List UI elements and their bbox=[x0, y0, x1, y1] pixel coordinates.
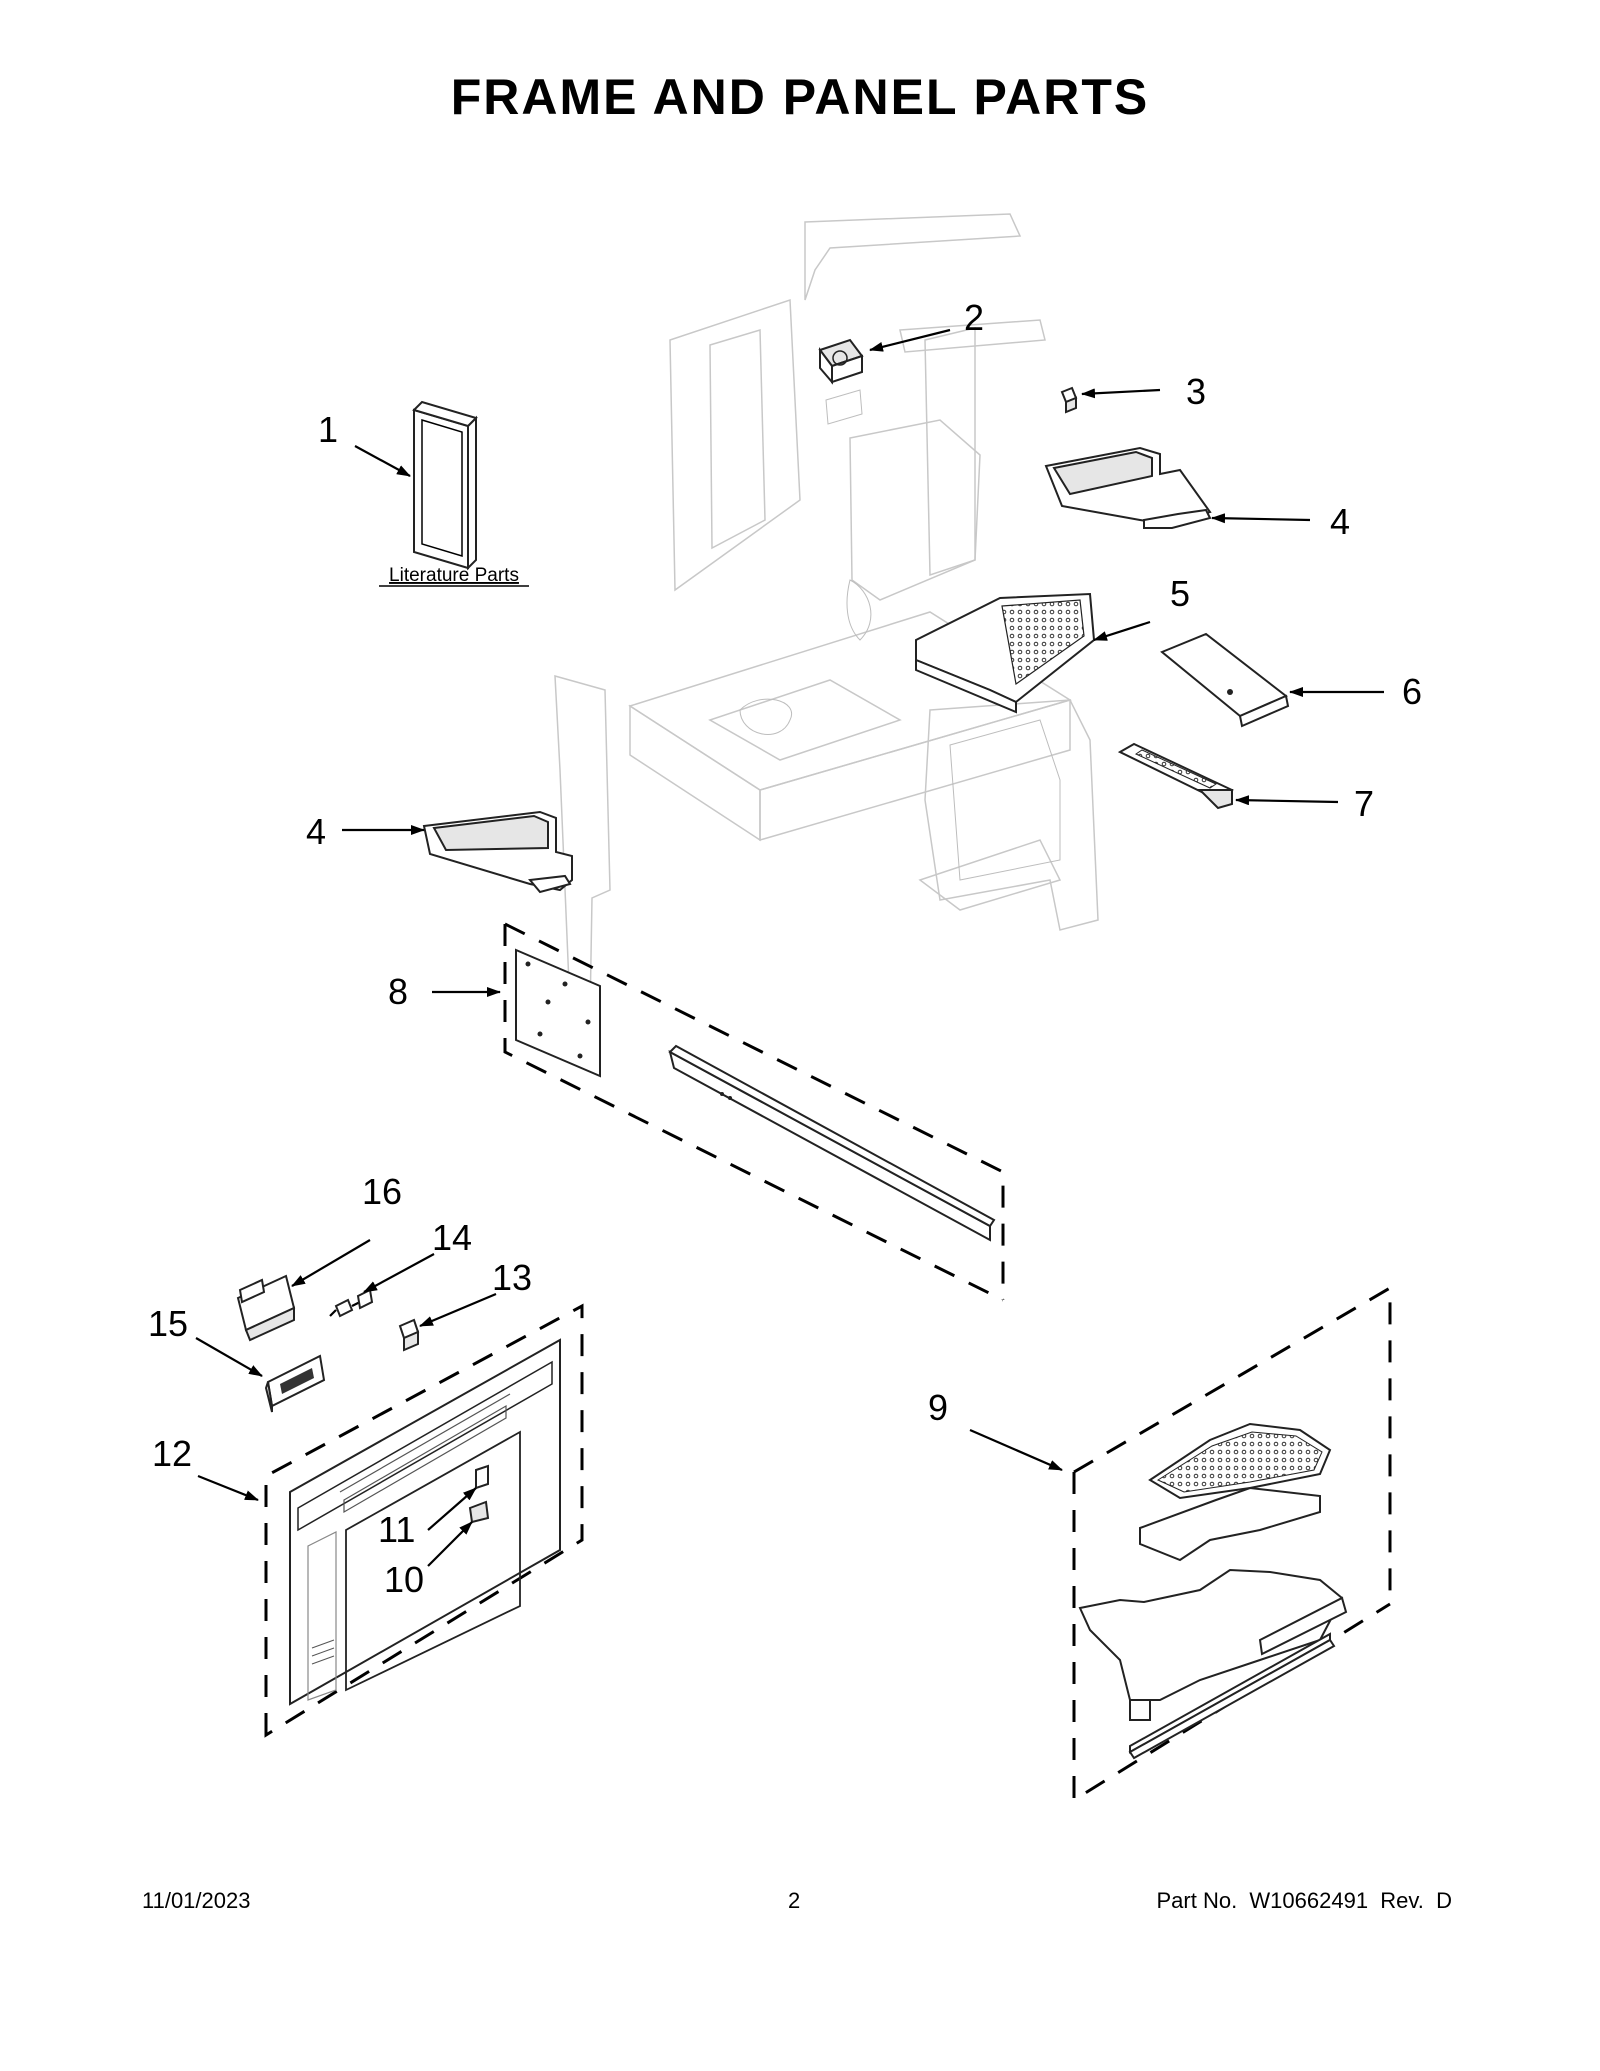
part-panel-cover bbox=[1160, 632, 1290, 728]
part-control-board-16 bbox=[236, 1274, 296, 1342]
part-vent-cover bbox=[915, 592, 1096, 714]
callout-3: 3 bbox=[1186, 371, 1206, 412]
callout-16: 16 bbox=[362, 1171, 402, 1212]
part-switch-13 bbox=[398, 1318, 420, 1352]
leader-arrows bbox=[195, 328, 1384, 1567]
callout-7: 7 bbox=[1354, 783, 1374, 824]
part-front-panel-group bbox=[264, 1303, 584, 1738]
callout-6: 6 bbox=[1402, 671, 1422, 712]
callout-1: 1 bbox=[318, 409, 338, 450]
page-title: FRAME AND PANEL PARTS bbox=[450, 69, 1150, 125]
callout-2: 2 bbox=[964, 297, 984, 338]
oven-frame-outline bbox=[554, 213, 1099, 1017]
callout-9: 9 bbox=[928, 1387, 948, 1428]
callout-4-upper: 4 bbox=[1330, 501, 1350, 542]
callout-4-lower: 4 bbox=[306, 811, 326, 852]
callout-10: 10 bbox=[384, 1559, 424, 1600]
part-tray-lower bbox=[422, 810, 573, 894]
callout-14: 14 bbox=[432, 1217, 472, 1258]
callout-13: 13 bbox=[492, 1257, 532, 1298]
footer-part-number: Part No. W10662491 Rev. D bbox=[1156, 1888, 1452, 1913]
callout-5: 5 bbox=[1170, 573, 1190, 614]
callout-8: 8 bbox=[388, 971, 408, 1012]
part-literature-booklet bbox=[412, 400, 478, 571]
part-control-panel-group bbox=[503, 922, 1005, 1302]
part-drawer-assembly-group bbox=[1072, 1285, 1392, 1803]
footer-date: 11/01/2023 bbox=[142, 1888, 251, 1913]
callout-11: 11 bbox=[378, 1509, 415, 1550]
part-tray-upper bbox=[1044, 446, 1212, 529]
callout-15: 15 bbox=[148, 1303, 188, 1344]
part-harness-14 bbox=[329, 1288, 374, 1318]
callout-12: 12 bbox=[152, 1433, 192, 1474]
literature-parts-label: Literature Parts bbox=[389, 565, 519, 586]
part-display-15 bbox=[264, 1354, 326, 1413]
footer-page-number: 2 bbox=[788, 1888, 801, 1913]
part-fan bbox=[818, 338, 864, 425]
part-clip bbox=[1060, 386, 1078, 414]
part-grille bbox=[1117, 742, 1234, 810]
